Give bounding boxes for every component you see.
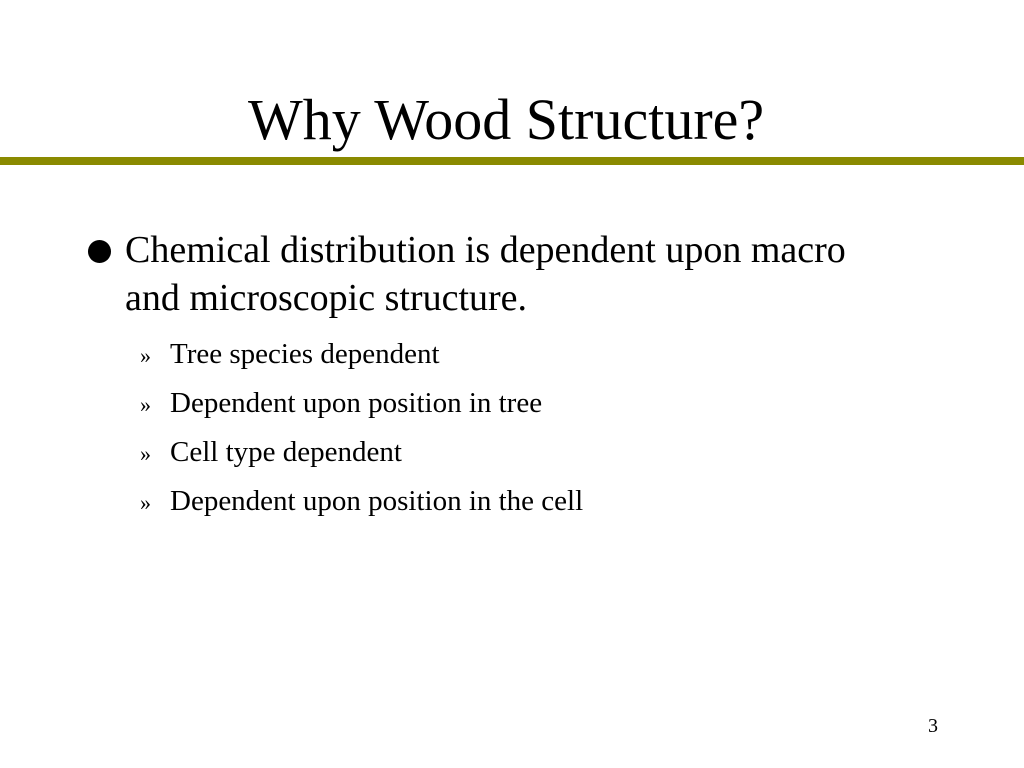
sub-bullet-text: Dependent upon position in the cell: [170, 485, 584, 517]
sub-bullet-list: » Tree species dependent » Dependent upo…: [140, 330, 1020, 526]
page-number: 3: [928, 715, 938, 737]
chevron-double-right-icon: »: [140, 343, 151, 368]
sub-bullet-text: Cell type dependent: [170, 436, 402, 468]
sub-bullet-text: Dependent upon position in tree: [170, 387, 543, 419]
sub-bullet-item: » Tree species dependent: [140, 330, 1020, 379]
chevron-double-right-icon: »: [140, 490, 151, 515]
slide-title: Why Wood Structure?: [248, 87, 765, 152]
main-bullet-item: Chemical distribution is dependent upon …: [88, 226, 968, 322]
sub-bullet-text: Tree species dependent: [170, 338, 440, 370]
bullet-list: Chemical distribution is dependent upon …: [88, 226, 968, 526]
sub-bullet-item: » Cell type dependent: [140, 428, 1020, 477]
filled-circle-bullet-icon: [88, 240, 111, 263]
chevron-double-right-icon: »: [140, 392, 151, 417]
main-bullet-text: Chemical distribution is dependent upon …: [125, 229, 846, 319]
title-divider: [0, 157, 1024, 165]
sub-bullet-item: » Dependent upon position in the cell: [140, 477, 1020, 526]
sub-bullet-item: » Dependent upon position in tree: [140, 379, 1020, 428]
chevron-double-right-icon: »: [140, 441, 151, 466]
